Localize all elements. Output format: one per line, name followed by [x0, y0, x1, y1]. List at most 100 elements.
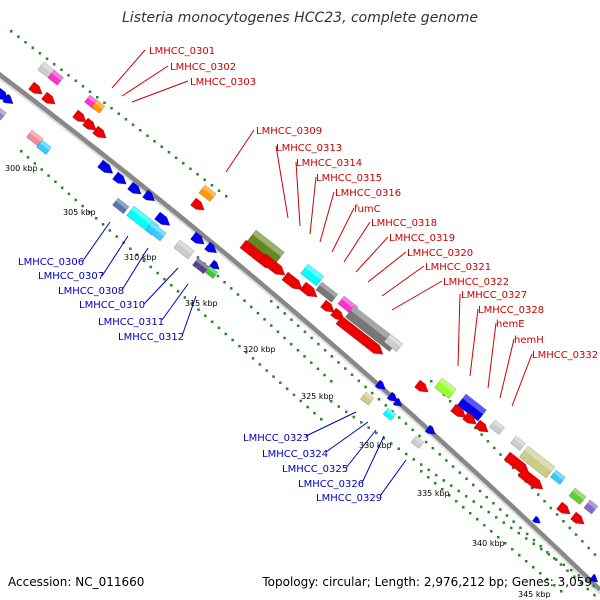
tick-label: 300 kbp: [5, 164, 38, 173]
tick-dot: [487, 510, 490, 514]
tick-dot: [139, 129, 142, 132]
tick-dot: [53, 63, 56, 66]
tick-dot: [330, 380, 333, 383]
tick-dot: [135, 253, 139, 256]
accession-text: Accession: NC_011660: [8, 575, 144, 589]
tick-label: 315 kbp: [185, 299, 218, 308]
tick-dot: [435, 473, 438, 477]
tick-dot: [223, 281, 226, 284]
tick-dot: [553, 584, 556, 587]
leader-line: [361, 435, 385, 484]
tick-dot: [67, 74, 70, 77]
tick-dot: [371, 391, 374, 395]
tick-dot: [306, 405, 309, 409]
gene-box: [383, 333, 404, 353]
leader-line: [131, 80, 189, 103]
tick-dot: [317, 342, 320, 346]
leader-line: [121, 65, 169, 97]
tick-dot: [430, 380, 433, 383]
tick-dot: [397, 447, 400, 450]
tick-dot: [153, 140, 156, 143]
leader-line: [225, 129, 255, 173]
tick-dot: [131, 123, 135, 126]
leader-line: [81, 221, 111, 263]
leader-line: [161, 283, 189, 321]
tick-dot: [592, 584, 595, 588]
gene-label: LMHCC_0303: [190, 77, 256, 88]
tick-dot: [197, 308, 200, 311]
tick-dot: [504, 542, 507, 545]
tick-dot: [442, 479, 445, 482]
gene-arrow: [112, 171, 127, 185]
leader-line: [355, 236, 389, 273]
gene-label: LMHCC_0316: [335, 188, 401, 199]
tick-dot: [404, 422, 408, 425]
tick-dot: [344, 367, 347, 370]
tick-dot: [448, 494, 451, 497]
tick-dot: [586, 587, 589, 591]
gene-label: LMHCC_0327: [461, 290, 527, 301]
tick-dot: [510, 526, 513, 530]
tick-dot: [67, 192, 71, 196]
gene-arrow: [320, 299, 335, 313]
tick-dot: [245, 351, 248, 354]
tick-dot: [462, 506, 465, 509]
tick-dot: [465, 477, 468, 481]
tick-dot: [434, 482, 437, 485]
tick-dot: [427, 476, 430, 479]
gene-label: LMHCC_0311: [98, 317, 164, 328]
tick-dot: [511, 548, 514, 551]
gene-arrow: [82, 117, 97, 131]
tick-dot: [579, 581, 583, 585]
genome-backbone-outer: [0, 71, 600, 592]
gene-box: [434, 377, 457, 399]
tick-dot: [296, 349, 300, 352]
tick-dot: [539, 544, 542, 548]
tick-dot: [458, 471, 462, 474]
tick-dot: [263, 318, 266, 321]
gene-box: [112, 197, 130, 215]
gene-label: LMHCC_0325: [282, 464, 348, 475]
tick-dot: [310, 361, 313, 364]
gene-features: [0, 61, 599, 583]
gene-box: [300, 263, 325, 287]
leader-line: [275, 145, 289, 219]
tick-dot: [96, 96, 99, 99]
tick-dot: [593, 593, 596, 597]
tick-dot: [190, 302, 193, 305]
tick-dot: [511, 466, 515, 470]
gene-box: [198, 184, 217, 202]
leader-line: [305, 411, 357, 437]
tick-dot: [88, 210, 91, 214]
gene-label: LMHCC_0306: [18, 257, 84, 268]
tick-dot: [310, 336, 313, 340]
tick-dot: [110, 107, 113, 110]
leader-line: [511, 353, 533, 407]
gene-arrow: [570, 511, 585, 525]
leader-line: [143, 267, 179, 305]
tick-dot: [108, 229, 112, 232]
tick-dot: [189, 167, 192, 170]
tick-dot: [231, 338, 234, 342]
tick-dot: [54, 180, 57, 183]
gene-box: [192, 257, 210, 275]
tick-dot: [81, 85, 85, 88]
tick-dot: [357, 379, 361, 383]
leader-line: [309, 176, 317, 235]
gene-arrow: [41, 91, 56, 105]
tick-dot: [390, 442, 393, 445]
gene-label: hemH: [514, 335, 544, 346]
tick-dot: [555, 513, 559, 516]
gene-arrow: [556, 501, 571, 515]
tick-dot: [493, 446, 496, 450]
tick-dot: [518, 554, 521, 557]
tick-dot: [103, 101, 106, 104]
tick-dot: [210, 184, 214, 187]
gene-box: [489, 419, 505, 435]
gene-label: LMHCC_0310: [79, 300, 145, 311]
tick-dot: [539, 572, 542, 575]
tick-dot: [476, 518, 479, 521]
leader-line: [367, 251, 407, 283]
tick-dot: [411, 428, 414, 432]
